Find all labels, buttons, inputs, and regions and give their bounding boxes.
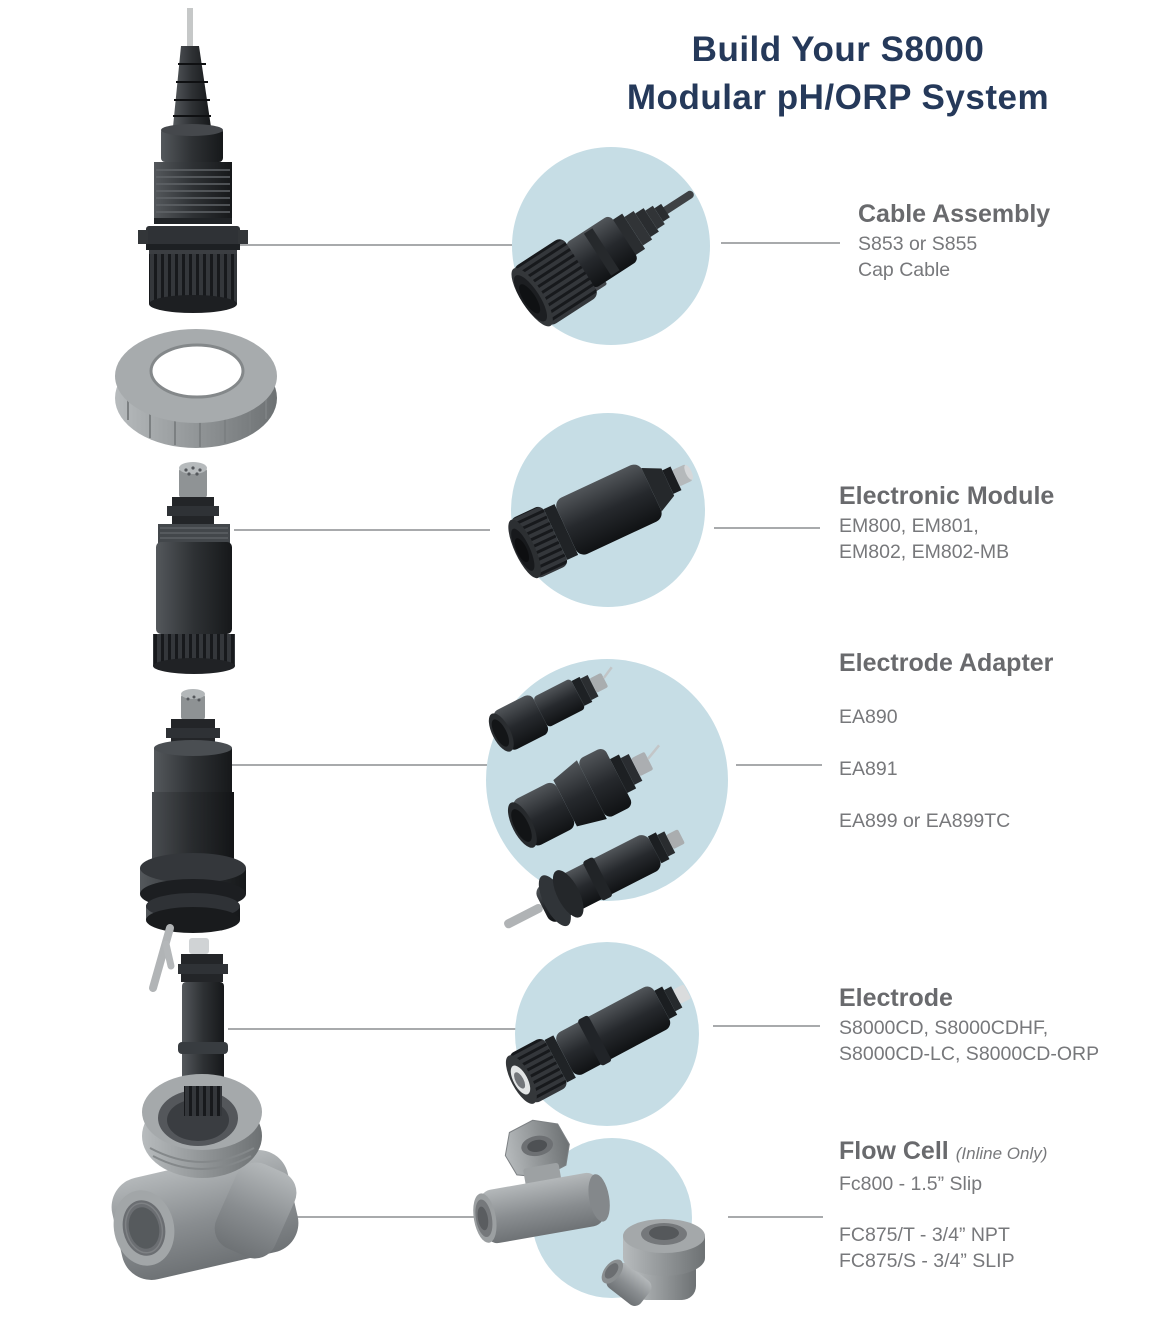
electrode-photo — [505, 942, 699, 1126]
part-code-line: S8000CD, S8000CDHF, — [839, 1017, 1049, 1039]
flow-cell-photo — [473, 1119, 705, 1306]
adapter-ea890-icon — [488, 666, 613, 752]
label-cable-assembly: Cable Assembly S853 or S855 Cap Cable — [858, 199, 1050, 283]
page-title-line1: Build Your S8000 — [691, 30, 985, 69]
locking-ring-part-icon — [115, 329, 277, 448]
part-heading-text: Flow Cell — [839, 1137, 949, 1165]
page-title: Build Your S8000 Modular pH/ORP System — [578, 26, 1098, 122]
flow-cell-part-icon — [111, 1074, 299, 1280]
electronic-module-photo — [508, 413, 705, 607]
flow-cell-elbow-icon — [601, 1219, 705, 1306]
part-heading: Electrode — [839, 984, 953, 1012]
electrode-adapter-photo — [486, 659, 728, 929]
part-code-line: EA899 or EA899TC — [839, 810, 1011, 832]
part-heading: Cable Assembly — [858, 200, 1051, 228]
part-code-line: Cap Cable — [858, 259, 951, 281]
part-code-line: S853 or S855 — [858, 233, 978, 255]
leader-lines — [228, 242, 840, 1218]
cap-cable-part-icon — [138, 8, 248, 313]
adapter-ea899-icon — [504, 829, 685, 929]
label-electrode: Electrode S8000CD, S8000CDHF, S8000CD-LC… — [839, 983, 1099, 1067]
part-code-line: EA890 — [839, 706, 898, 728]
part-code-line: EM802, EM802-MB — [839, 541, 1010, 563]
flow-cell-tee-icon — [473, 1119, 610, 1244]
page-title-line2: Modular pH/ORP System — [626, 78, 1050, 117]
part-code-line: FC875/T - 3/4” NPT — [839, 1224, 1010, 1246]
part-heading-note: (Inline Only) — [955, 1144, 1048, 1163]
part-heading: Electronic Module — [839, 482, 1055, 510]
label-electrode-adapter: Electrode Adapter EA890 EA891 EA899 or E… — [839, 648, 1053, 834]
cable-assembly-photo — [511, 147, 710, 345]
part-code-line: FC875/S - 3/4” SLIP — [839, 1250, 1015, 1272]
part-code-line: S8000CD-LC, S8000CD-ORP — [839, 1043, 1100, 1065]
part-code-line: Fc800 - 1.5” Slip — [839, 1173, 983, 1195]
adapter-ea891-icon — [507, 744, 661, 848]
electrode-part-icon — [162, 938, 228, 1086]
part-code-line: EA891 — [839, 758, 898, 780]
part-heading: Flow Cell (Inline Only) — [839, 1136, 1047, 1169]
electronic-module-part-icon — [153, 462, 235, 674]
electrode-adapter-part-icon — [140, 689, 246, 992]
part-heading: Electrode Adapter — [839, 649, 1054, 677]
part-code-line: EM800, EM801, — [839, 515, 979, 537]
label-electronic-module: Electronic Module EM800, EM801, EM802, E… — [839, 481, 1054, 565]
label-flow-cell: Flow Cell (Inline Only) Fc800 - 1.5” Slip… — [839, 1136, 1047, 1274]
exploded-assembly-illustration — [111, 8, 299, 1280]
